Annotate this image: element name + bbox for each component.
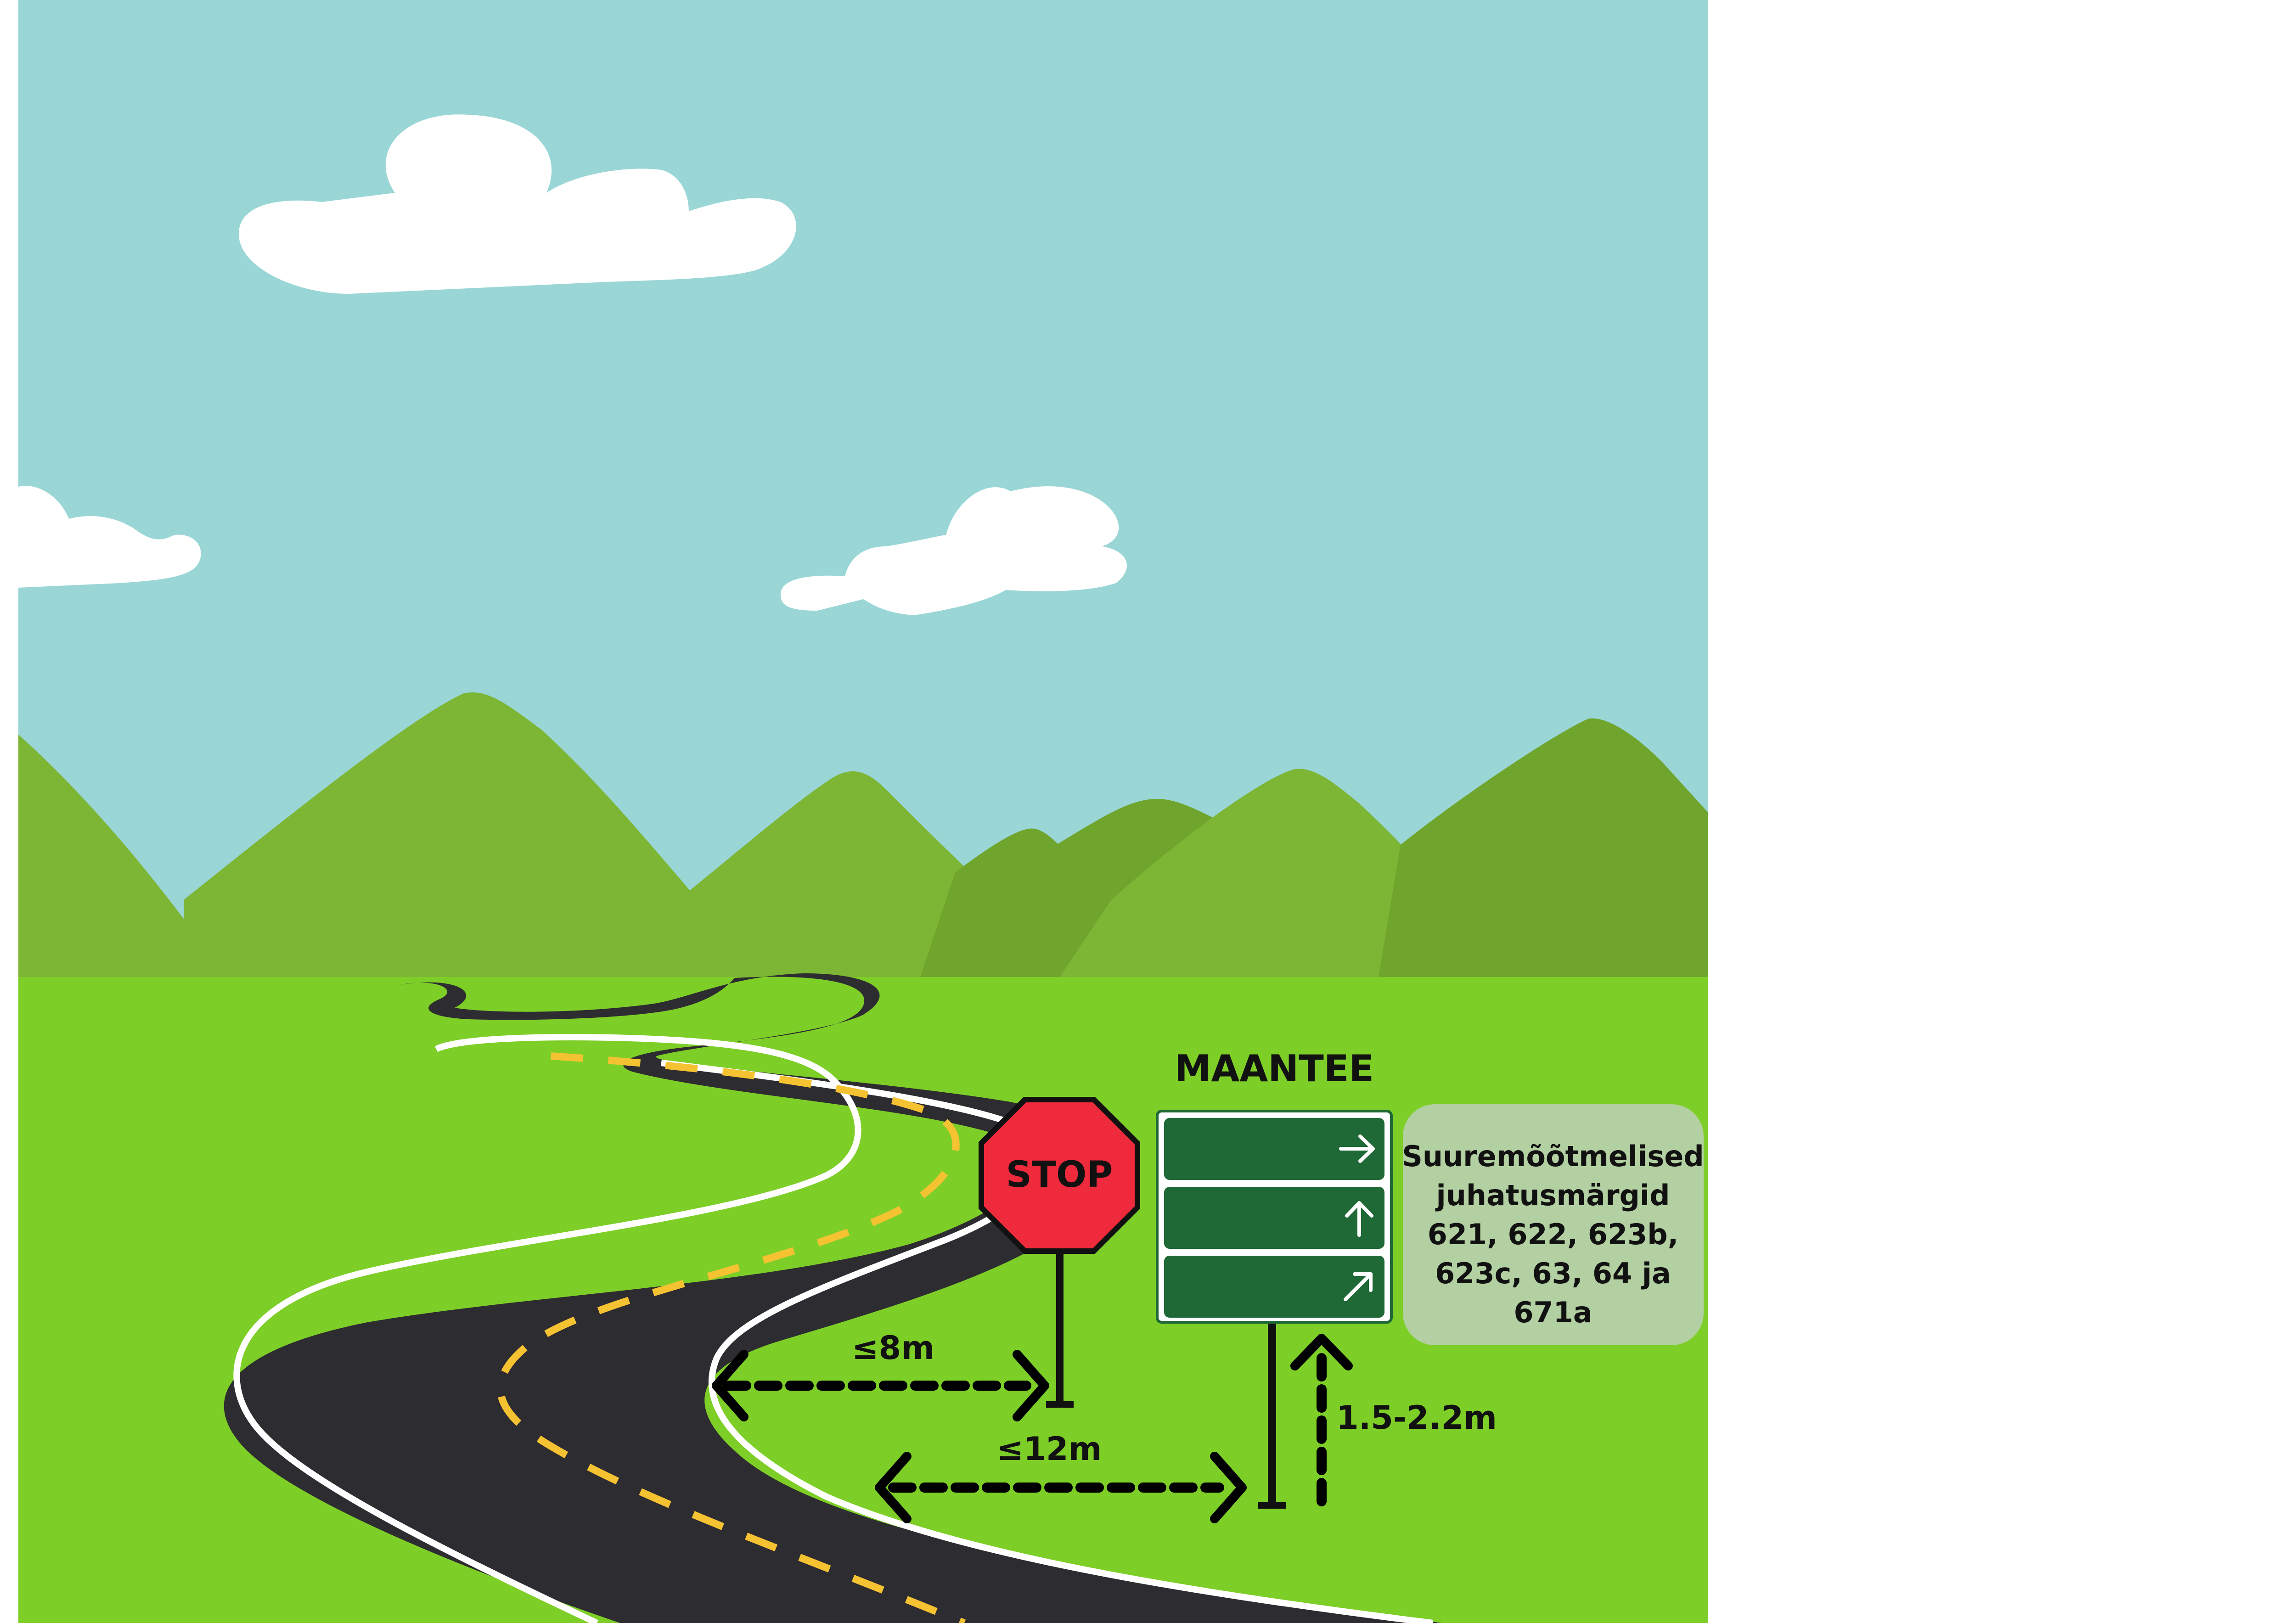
guide-height-label: 1.5-2.2m — [1336, 1399, 1497, 1437]
measurement-stop-distance: ≤8m — [712, 1329, 1049, 1421]
guide-height-arrowhead — [1290, 1334, 1353, 1370]
road-edge-right — [661, 1060, 1433, 1623]
guide-sign: MAANTEE — [1156, 1047, 1393, 1509]
road-center-line — [496, 1052, 966, 1623]
stop-sign: STOP — [979, 1097, 1140, 1408]
stop-sign-octagon — [979, 1097, 1140, 1254]
arrow-up-icon — [1345, 1201, 1373, 1237]
measurement-guide-height: 1.5-2.2m — [1290, 1334, 1497, 1506]
mountain-range — [18, 692, 1708, 983]
info-box-line-2: juhatusmärgid — [1435, 1179, 1670, 1212]
guide-sign-panel-2 — [1164, 1187, 1384, 1249]
arrow-up-right-icon — [1344, 1272, 1373, 1301]
stop-distance-arrowhead-left — [712, 1350, 748, 1421]
stop-sign-text: STOP — [1006, 1154, 1113, 1196]
info-box-background — [1403, 1104, 1704, 1345]
stop-sign-post — [1056, 1212, 1064, 1405]
info-box-line-4: 623c, 63, 64 ja — [1435, 1257, 1671, 1290]
guide-sign-post-foot — [1258, 1502, 1286, 1509]
guide-distance-arrowhead-left — [875, 1452, 912, 1523]
info-box-line-5: 671a — [1514, 1296, 1592, 1329]
cloud-small — [781, 486, 1127, 615]
road-surface — [224, 973, 1442, 1623]
cloud-left — [18, 486, 201, 588]
guide-sign-title: MAANTEE — [1175, 1047, 1374, 1090]
cloud-large — [239, 114, 796, 294]
info-box-line-3: 621, 622, 623b, — [1428, 1218, 1678, 1251]
guide-distance-arrowhead-right — [1210, 1452, 1247, 1523]
info-box-line-1: Suuremõõtmelised — [1402, 1140, 1704, 1173]
measurement-guide-distance: ≤12m — [875, 1430, 1247, 1523]
road-edge-left — [233, 1034, 861, 1623]
stop-distance-label: ≤8m — [852, 1329, 934, 1367]
stop-sign-post-foot — [1046, 1401, 1074, 1408]
stop-distance-arrowhead-right — [1013, 1350, 1049, 1421]
guide-sign-post — [1268, 1322, 1276, 1506]
winding-road — [224, 973, 1442, 1623]
guide-sign-panel-3 — [1164, 1256, 1384, 1318]
arrow-right-icon — [1339, 1134, 1375, 1163]
guide-distance-label: ≤12m — [996, 1430, 1102, 1468]
guide-sign-panel-1 — [1164, 1118, 1384, 1180]
info-box: Suuremõõtmelised juhatusmärgid 621, 622,… — [1402, 1104, 1704, 1345]
